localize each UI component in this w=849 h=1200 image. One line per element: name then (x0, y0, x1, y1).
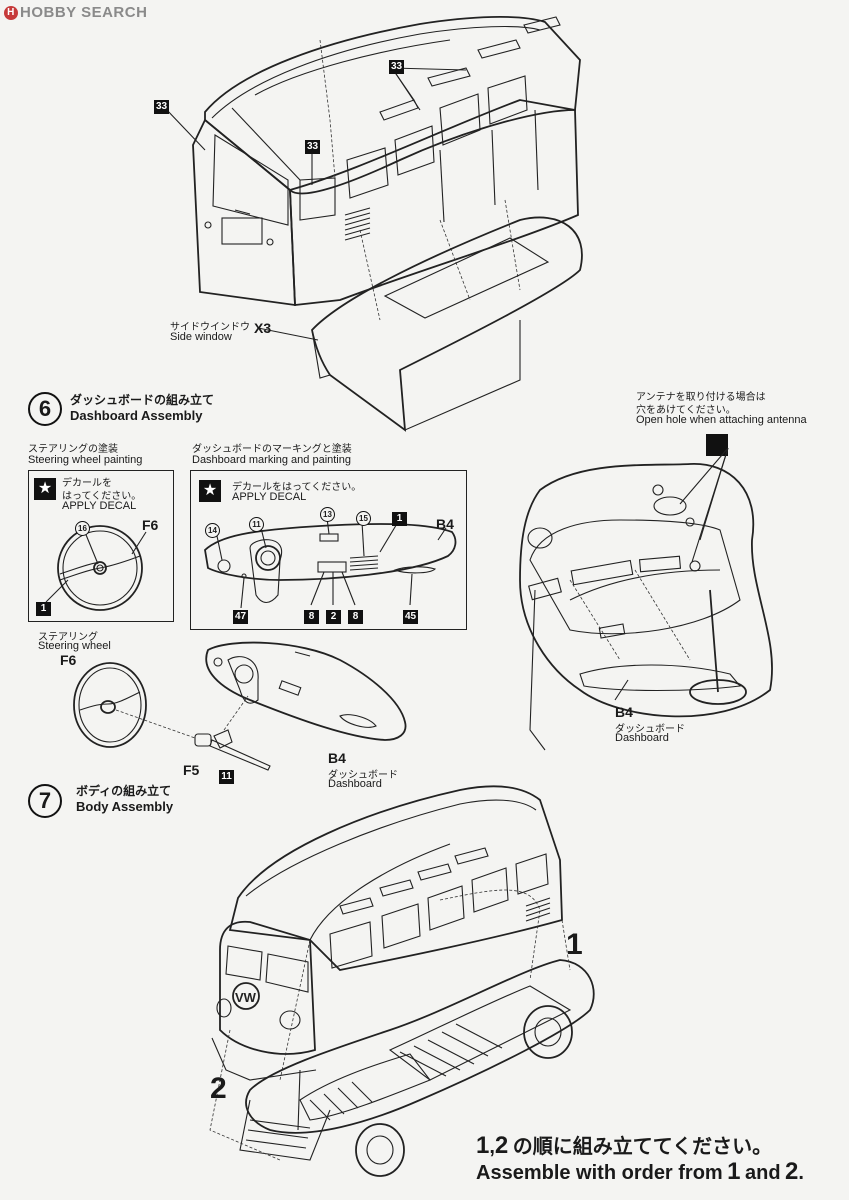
x3-label-en: Side window (170, 331, 232, 343)
step-6-title-en: Dashboard Assembly (70, 408, 203, 423)
dash-marking-title-en: Dashboard marking and painting (192, 454, 351, 466)
dash-marking-drawing (204, 517, 457, 609)
callout-33-rear: 33 (154, 100, 169, 114)
dash-apply-decal-star-icon: ★ (199, 480, 221, 502)
wheel-decal-16: 16 (75, 518, 90, 536)
dash-color-8a: 8 (304, 606, 319, 624)
cab-interior-drawing (519, 447, 773, 751)
column-color-11: 11 (219, 766, 234, 784)
step-7-title-jp: ボディの組み立て (76, 784, 172, 798)
steering-assembly-drawing (73, 641, 407, 771)
hobby-search-logo-icon: H (4, 6, 18, 21)
step-7-title-en: Body Assembly (76, 799, 174, 814)
steering-part-f6: F6 (60, 652, 77, 668)
assembly-order-jp: 1,2 の順に組み立ててください。 (476, 1132, 773, 1159)
dash-marking-panel (190, 470, 467, 630)
wheel-paint-title-en: Steering wheel painting (28, 454, 143, 466)
callout-33-roof: 33 (389, 60, 404, 74)
b4-right-label-en: Dashboard (615, 732, 669, 744)
callout-33-corner: 33 (305, 140, 320, 154)
dash-marking-title-jp: ダッシュボードのマーキングと塗装 (192, 444, 352, 455)
bus-rear-illustration (164, 16, 583, 432)
wheel-decal-jp2: はってください。 (62, 491, 142, 502)
antenna-note-jp: アンテナを取り付ける場合は (636, 392, 766, 403)
b4-label-en: Dashboard (328, 778, 382, 790)
dash-color-8b: 8 (348, 606, 363, 624)
wheel-color-1: 1 (36, 598, 51, 616)
svg-text:VW: VW (235, 990, 257, 1005)
wheel-paint-title-jp: ステアリングの塗装 (28, 444, 118, 455)
dash-decal-15: 15 (356, 508, 371, 526)
wheel-paint-drawing (45, 524, 147, 611)
antenna-note-en: Open hole when attaching antenna (636, 414, 807, 426)
x3-label-jp: サイドウインドウ (170, 322, 250, 333)
dash-decal-en: APPLY DECAL (232, 491, 307, 503)
drill-hole-icon (706, 434, 728, 456)
steering-label-jp: ステアリング (38, 632, 98, 643)
assembly-order-en: Assemble with order from 1 and 2. (476, 1158, 804, 1185)
steering-label-en: Steering wheel (38, 640, 111, 652)
dash-decal-jp: デカールをはってください。 (232, 482, 362, 493)
x3-part-label: X3 (254, 320, 272, 336)
wheel-decal-en: APPLY DECAL (62, 500, 137, 512)
f5-part-label: F5 (183, 762, 200, 778)
apply-decal-star-icon: ★ (34, 478, 56, 500)
dash-color-2: 2 (326, 606, 341, 624)
b4-right-part-label: B4 (615, 704, 633, 720)
step-6-number: 6 (28, 392, 62, 426)
b4-label-jp: ダッシュボード (328, 770, 398, 781)
step-6-title-jp: ダッシュボードの組み立て (70, 393, 215, 407)
b4-part-label: B4 (328, 750, 346, 766)
order-marker-2: 2 (210, 1072, 227, 1105)
wheel-decal-jp: デカールを (62, 478, 112, 489)
order-marker-1: 1 (566, 928, 583, 961)
dash-color-1: 1 (392, 508, 407, 526)
b4-right-label-jp: ダッシュボード (615, 724, 685, 735)
dash-decal-14: 14 (205, 520, 220, 538)
dash-decal-11: 11 (249, 514, 264, 532)
step-7-number: 7 (28, 784, 62, 818)
antenna-note-jp2: 穴をあけてください。 (636, 405, 736, 416)
wheel-part-f6: F6 (142, 517, 159, 533)
dash-color-47: 47 (233, 610, 248, 624)
body-assembly-drawing: VW (209, 785, 595, 1177)
dash-color-45: 45 (403, 610, 418, 624)
dash-decal-13: 13 (320, 504, 335, 522)
